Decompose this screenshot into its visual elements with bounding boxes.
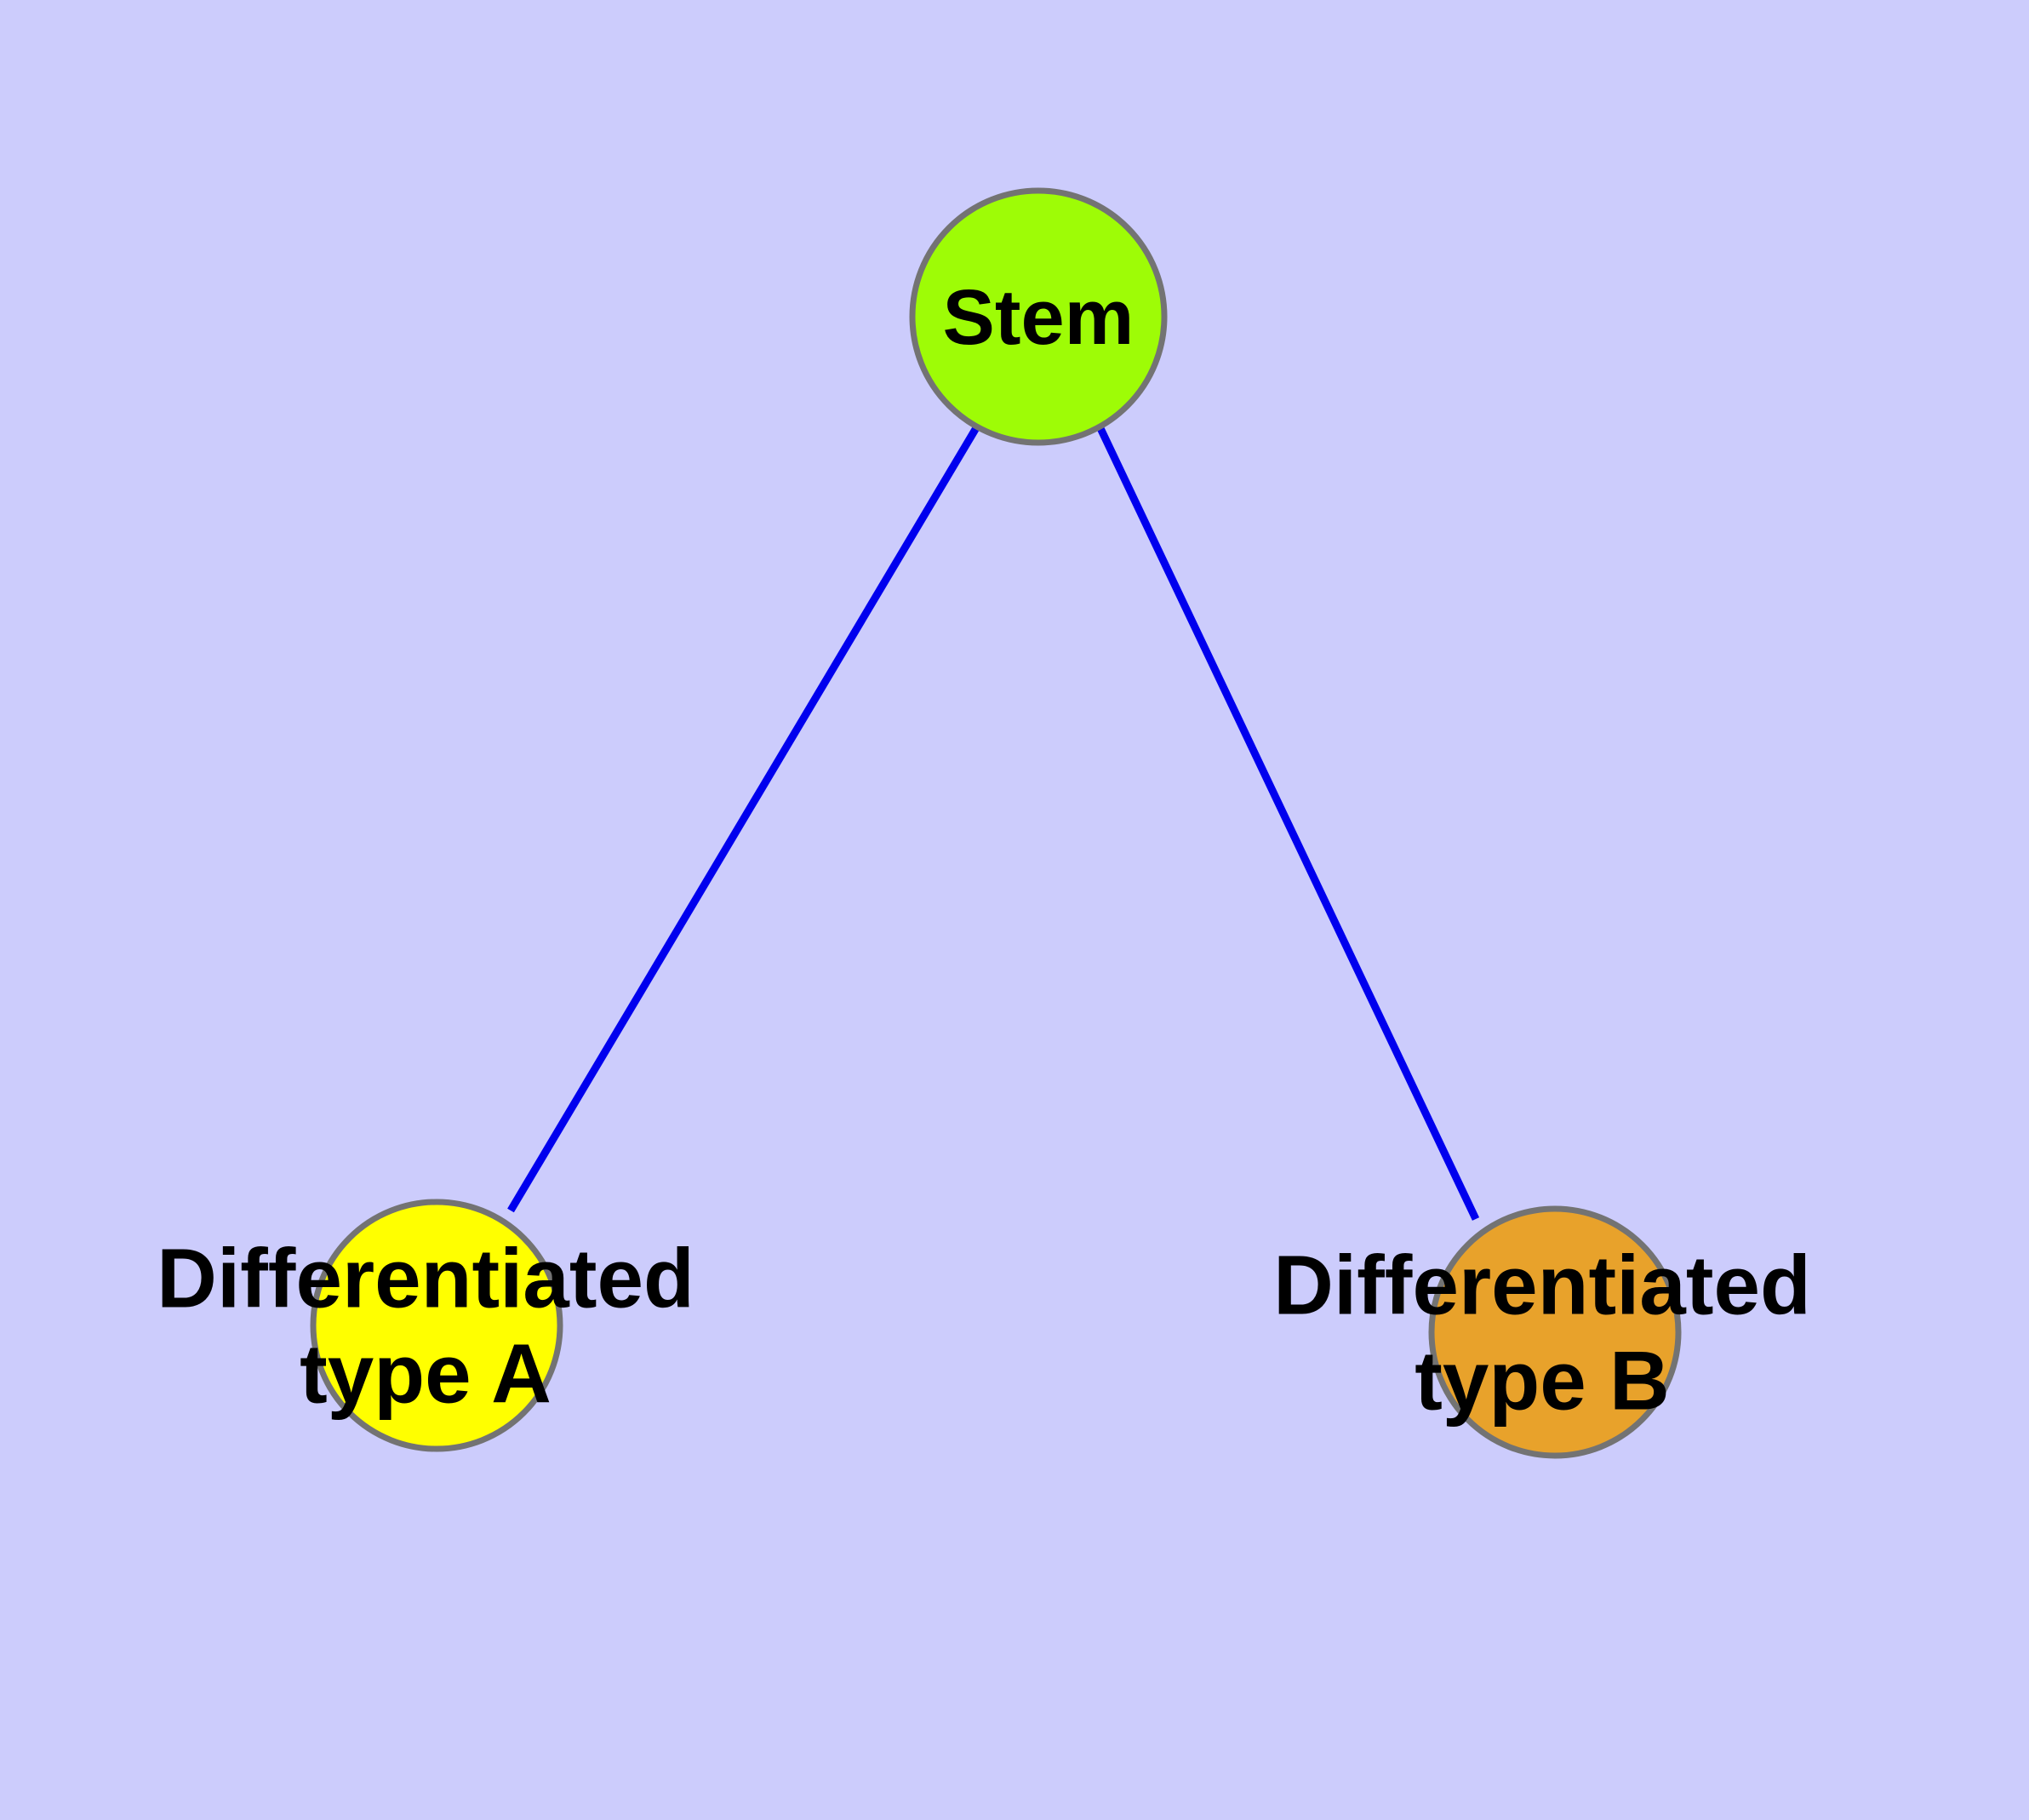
graph-edge-stem-to-diff-b[interactable] [1095, 425, 1480, 1221]
node-circle-diff-b[interactable] [1428, 1205, 1682, 1459]
node-label-line: Differentiated [157, 1231, 694, 1325]
node-label-line: type A [300, 1326, 552, 1420]
node-label-line: Differentiated [1273, 1238, 1811, 1331]
graph-node-stem[interactable]: Stem [909, 187, 1168, 446]
node-circle-diff-a[interactable] [310, 1199, 563, 1452]
graph-edge-stem-to-diff-a[interactable] [507, 424, 980, 1213]
node-label-stem: Stem [943, 274, 1135, 361]
node-label-line: Stem [943, 274, 1135, 361]
node-label-line: type B [1415, 1333, 1670, 1427]
edges-layer [507, 424, 1480, 1221]
node-circle-stem[interactable] [909, 187, 1168, 446]
